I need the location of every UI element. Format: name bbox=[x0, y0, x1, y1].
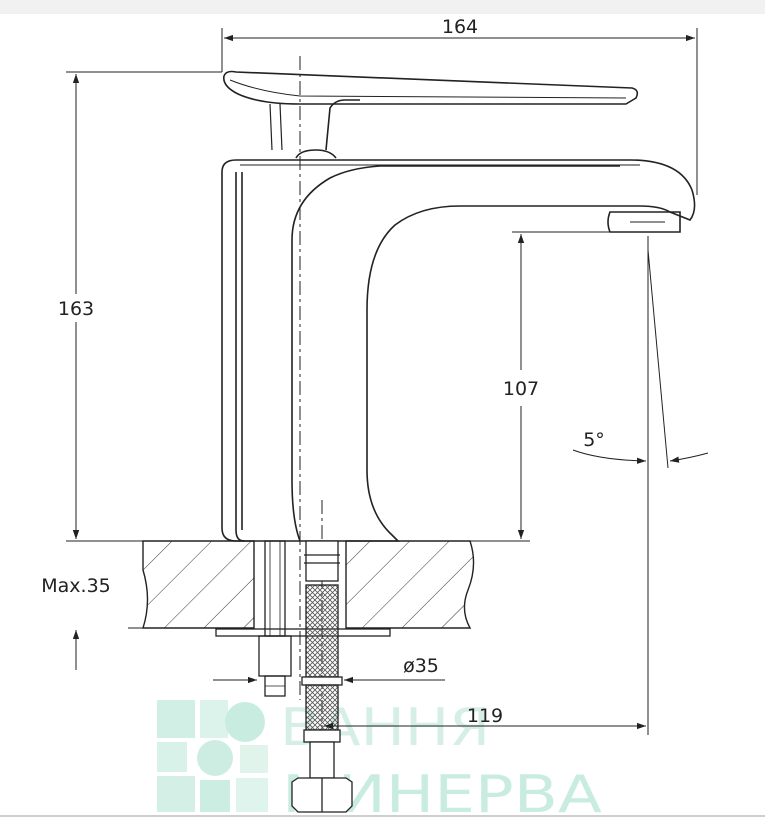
dim-width bbox=[221, 28, 698, 195]
faucet-body bbox=[221, 70, 696, 542]
threaded-stud bbox=[258, 540, 292, 697]
dim-reach bbox=[324, 236, 649, 735]
dim-hole-diameter-label: ø35 bbox=[403, 655, 439, 677]
dim-spout-height-label: 107 bbox=[503, 378, 539, 400]
dim-angle-label: 5° bbox=[583, 429, 605, 451]
top-bar bbox=[0, 0, 765, 14]
dim-mount-thickness-label: Max.35 bbox=[41, 575, 111, 597]
mounting-plate bbox=[215, 628, 391, 637]
countertop-section bbox=[128, 540, 530, 629]
dim-reach-label: 119 bbox=[467, 705, 503, 727]
bottom-line bbox=[0, 815, 765, 817]
flexible-hose bbox=[291, 540, 353, 813]
dim-spout-height bbox=[512, 231, 612, 539]
dim-angle bbox=[572, 249, 709, 469]
watermark-logo bbox=[157, 700, 268, 812]
dim-width-label: 164 bbox=[442, 16, 478, 38]
dim-height-label: 163 bbox=[58, 298, 94, 320]
